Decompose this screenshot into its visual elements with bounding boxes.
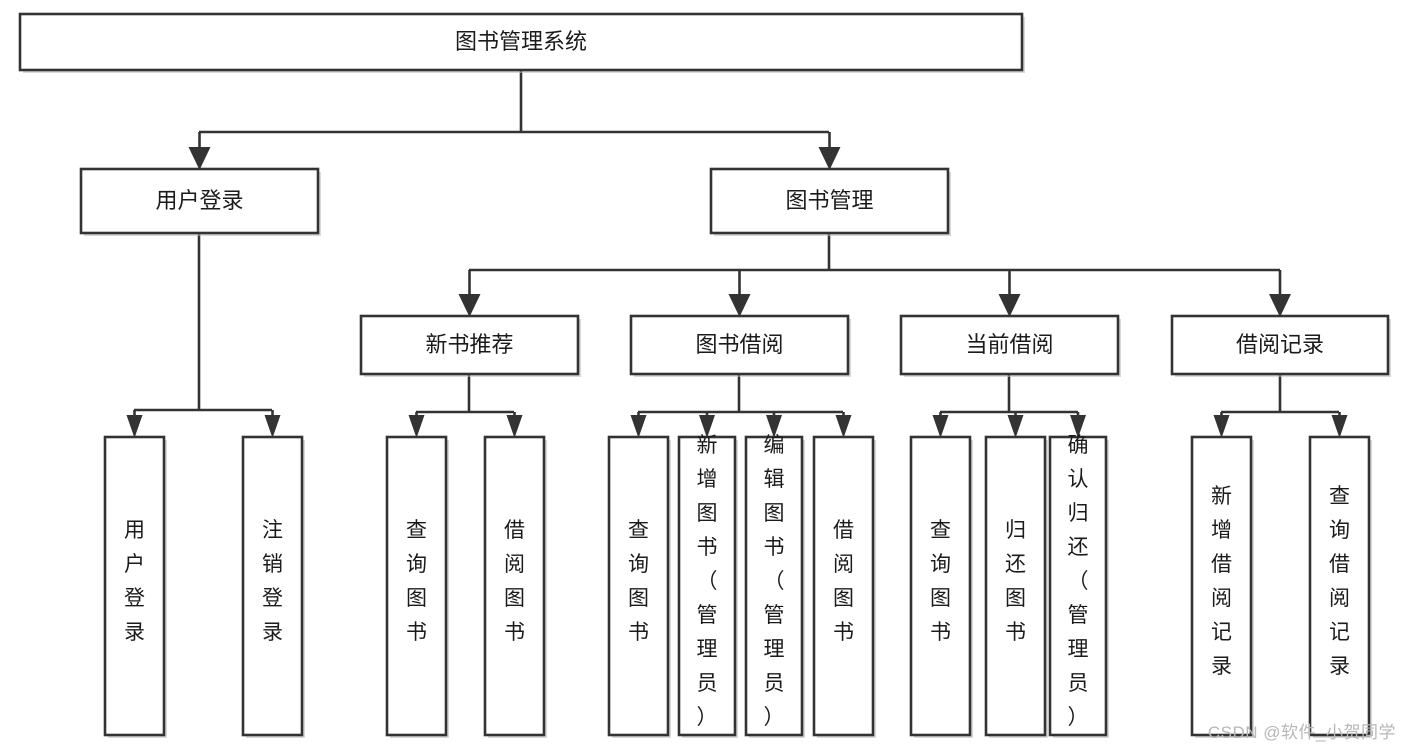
node-l-return-book[interactable]: 归还图书: [984, 435, 1048, 738]
node-l-confirm-return[interactable]: 确认归还（管理员）: [1048, 434, 1109, 738]
node-root[interactable]: 图书管理系统: [18, 12, 1025, 73]
arrow-to-n-borrow-record: [1269, 270, 1291, 317]
node-rect[interactable]: [483, 435, 546, 737]
node-l-user-login[interactable]: 用户登录: [103, 435, 167, 738]
arrow-to-n-book-borrow: [728, 270, 751, 317]
node-label: 用户登录: [124, 519, 145, 644]
connector-user-login-bus: [134, 233, 272, 412]
node-l-query-book-2[interactable]: 查询图书: [607, 435, 671, 738]
connector-book-mgmt-bus: [469, 233, 1280, 272]
node-label: 确认归还（管理员）: [1068, 434, 1089, 729]
arrow-to-l-user-logout: [264, 410, 281, 438]
node-rect[interactable]: [18, 12, 1024, 72]
node-l-borrow-book-2[interactable]: 借阅图书: [812, 435, 876, 738]
node-label: 查询图书: [406, 519, 427, 644]
node-label: 查询借阅记录: [1329, 485, 1350, 678]
node-l-user-logout[interactable]: 注销登录: [241, 435, 305, 738]
node-label: 新增借阅记录: [1211, 485, 1232, 678]
node-rect[interactable]: [1308, 435, 1371, 737]
node-n-borrow-record[interactable]: 借阅记录: [1170, 314, 1391, 377]
node-rect[interactable]: [909, 435, 972, 737]
arrow-to-l-query-record: [1331, 412, 1348, 438]
node-rect[interactable]: [984, 435, 1047, 737]
node-l-query-book-3[interactable]: 查询图书: [909, 435, 973, 738]
node-label: 归还图书: [1005, 519, 1026, 644]
arrow-to-l-add-book: [699, 412, 715, 438]
arrow-to-n-current-borrow: [998, 270, 1021, 317]
node-n-book-borrow[interactable]: 图书借阅: [629, 314, 851, 377]
node-l-query-book-1[interactable]: 查询图书: [385, 435, 449, 738]
node-rect[interactable]: [1190, 435, 1253, 737]
arrow-to-l-edit-book: [766, 412, 782, 438]
arrow-to-n-new-book-rec: [458, 270, 481, 317]
node-layer: 图书管理系统用户登录图书管理新书推荐图书借阅当前借阅借阅记录用户登录注销登录查询…: [18, 12, 1391, 738]
arrow-to-l-borrow-book-2: [835, 412, 852, 438]
node-label: 图书借阅: [695, 332, 783, 357]
node-l-add-book[interactable]: 新增图书（管理员）: [677, 434, 738, 738]
arrow-to-l-user-login: [126, 410, 143, 438]
node-label: 用户登录: [155, 188, 243, 213]
node-label: 当前借阅: [965, 332, 1053, 357]
node-label: 新书推荐: [425, 332, 513, 357]
connector-root-bus: [199, 70, 829, 134]
node-rect[interactable]: [1048, 435, 1108, 737]
arrow-to-l-query-book-2: [630, 412, 647, 438]
connector-new-book-bus: [416, 374, 514, 414]
node-rect[interactable]: [744, 435, 804, 737]
node-rect[interactable]: [359, 314, 580, 376]
node-label: 图书管理系统: [455, 29, 587, 54]
arrow-to-l-add-record: [1213, 412, 1230, 438]
node-label: 图书管理: [785, 188, 873, 213]
node-l-add-record[interactable]: 新增借阅记录: [1190, 435, 1254, 738]
node-n-new-book-rec[interactable]: 新书推荐: [359, 314, 581, 377]
node-rect[interactable]: [1170, 314, 1390, 376]
node-rect[interactable]: [79, 167, 320, 235]
connector-layer: [126, 70, 1348, 438]
node-rect[interactable]: [241, 435, 304, 737]
node-n-book-mgmt[interactable]: 图书管理: [709, 167, 951, 236]
connector-current-borrow-bus: [940, 374, 1078, 414]
connector-book-borrow-bus: [638, 374, 843, 414]
arrow-to-l-return-book: [1007, 412, 1024, 438]
connector-borrow-record-bus: [1221, 374, 1339, 414]
node-label: 借阅图书: [833, 519, 854, 644]
csdn-watermark: CSDN @软件_小贺同学: [1207, 723, 1396, 742]
node-rect[interactable]: [709, 167, 950, 235]
node-rect[interactable]: [629, 314, 850, 376]
node-rect[interactable]: [103, 435, 166, 737]
arrow-to-l-borrow-book-1: [506, 412, 523, 438]
arrow-to-l-query-book-3: [932, 412, 949, 438]
node-l-query-record[interactable]: 查询借阅记录: [1308, 435, 1372, 738]
node-label: 注销登录: [262, 519, 283, 644]
node-label: 借阅记录: [1236, 332, 1324, 357]
node-rect[interactable]: [385, 435, 448, 737]
node-rect[interactable]: [812, 435, 875, 737]
node-label: 查询图书: [628, 519, 649, 644]
node-rect[interactable]: [607, 435, 670, 737]
node-l-borrow-book-1[interactable]: 借阅图书: [483, 435, 547, 738]
node-n-user-login[interactable]: 用户登录: [79, 167, 321, 236]
arrow-to-n-book-mgmt: [818, 132, 841, 170]
node-label: 编辑图书（管理员）: [764, 434, 785, 729]
node-rect[interactable]: [677, 435, 737, 737]
node-n-current-borrow[interactable]: 当前借阅: [899, 314, 1121, 377]
arrow-to-n-user-login: [188, 132, 211, 170]
node-label: 借阅图书: [504, 519, 525, 644]
node-l-edit-book[interactable]: 编辑图书（管理员）: [744, 434, 805, 738]
node-label: 新增图书（管理员）: [697, 434, 718, 729]
arrow-to-l-confirm-return: [1070, 412, 1086, 438]
arrow-to-l-query-book-1: [408, 412, 425, 438]
node-rect[interactable]: [899, 314, 1120, 376]
node-label: 查询图书: [930, 519, 951, 644]
